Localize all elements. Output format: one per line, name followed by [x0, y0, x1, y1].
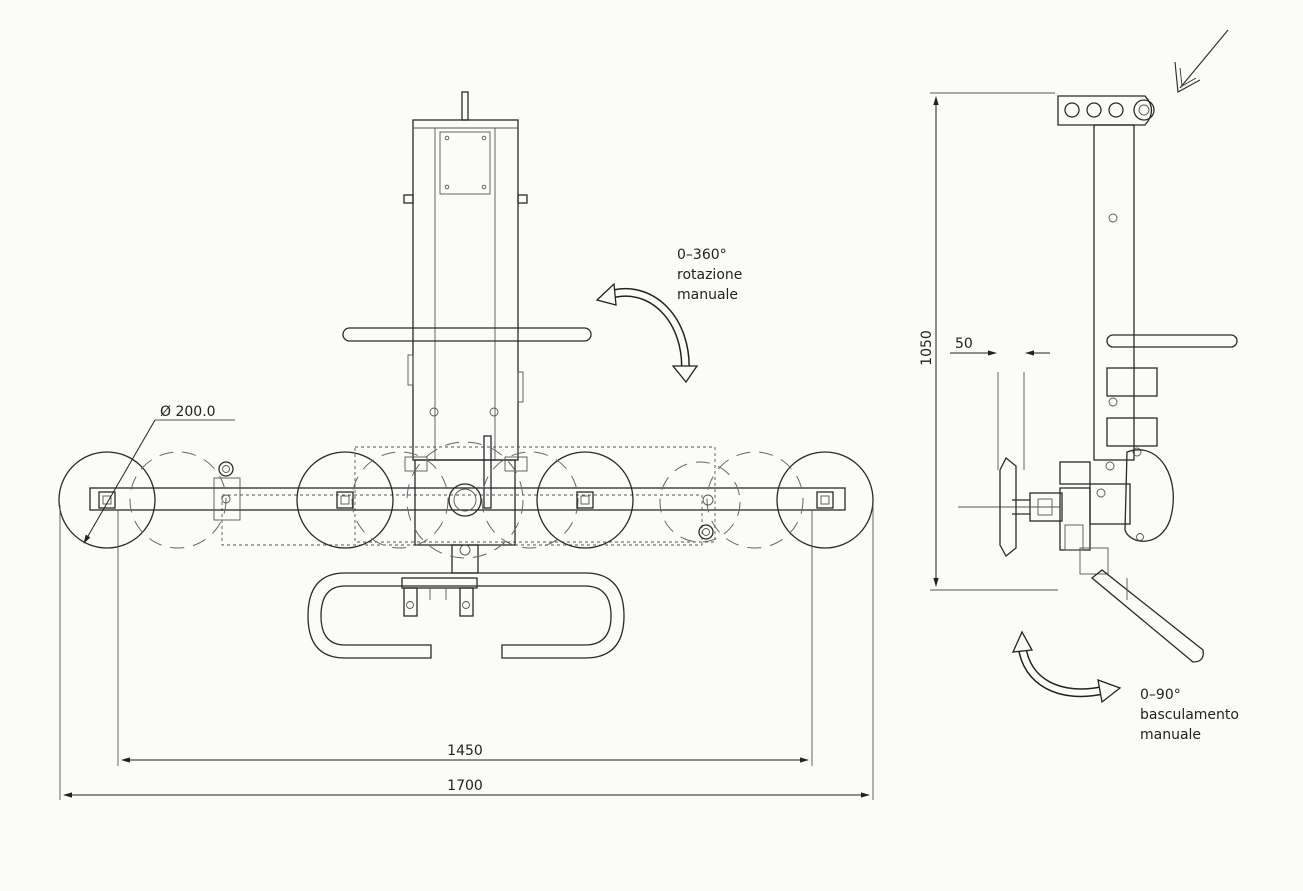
diameter-label: Ø 200.0: [160, 404, 216, 420]
span-dimensions: 1450 1700: [59, 505, 874, 800]
diameter-dimension: Ø 200.0: [83, 404, 235, 544]
rotation-annotation: 0–360° rotazione manuale: [595, 247, 742, 384]
main-column: [412, 119, 519, 461]
suction-cup: [296, 451, 394, 549]
rotation-hub: [448, 483, 482, 517]
front-view: [58, 91, 874, 659]
side-view: [958, 95, 1238, 663]
rotation-range: 0–360°: [677, 247, 727, 263]
lower-handle: [307, 572, 625, 659]
side-column: [1093, 124, 1135, 461]
rotation-arrow-icon: [604, 287, 690, 377]
tilt-text-2: manuale: [1140, 727, 1201, 743]
crossbeam: [89, 487, 846, 511]
hand-drawn-arrow-icon: [1174, 29, 1229, 93]
suction-cup: [776, 451, 874, 549]
height-label: 1050: [919, 330, 935, 366]
inner-span-label: 1450: [447, 743, 483, 759]
side-suction-cup: [999, 456, 1017, 557]
tilt-text-1: basculamento: [1140, 707, 1239, 723]
upper-handle: [342, 327, 592, 342]
rotation-text-1: rotazione: [677, 267, 742, 283]
outer-span-label: 1700: [447, 778, 483, 794]
side-dimensions: 1050 50: [919, 92, 1058, 591]
tilt-arrow-icon: [1017, 645, 1105, 698]
suction-cup: [536, 451, 634, 549]
offset-label: 50: [955, 336, 973, 352]
suction-cup: [58, 451, 156, 549]
tilt-range: 0–90°: [1140, 687, 1181, 703]
rotation-text-2: manuale: [677, 287, 738, 303]
tilt-annotation: 0–90° basculamento manuale: [1011, 630, 1239, 743]
lifting-eye: [1133, 99, 1155, 121]
